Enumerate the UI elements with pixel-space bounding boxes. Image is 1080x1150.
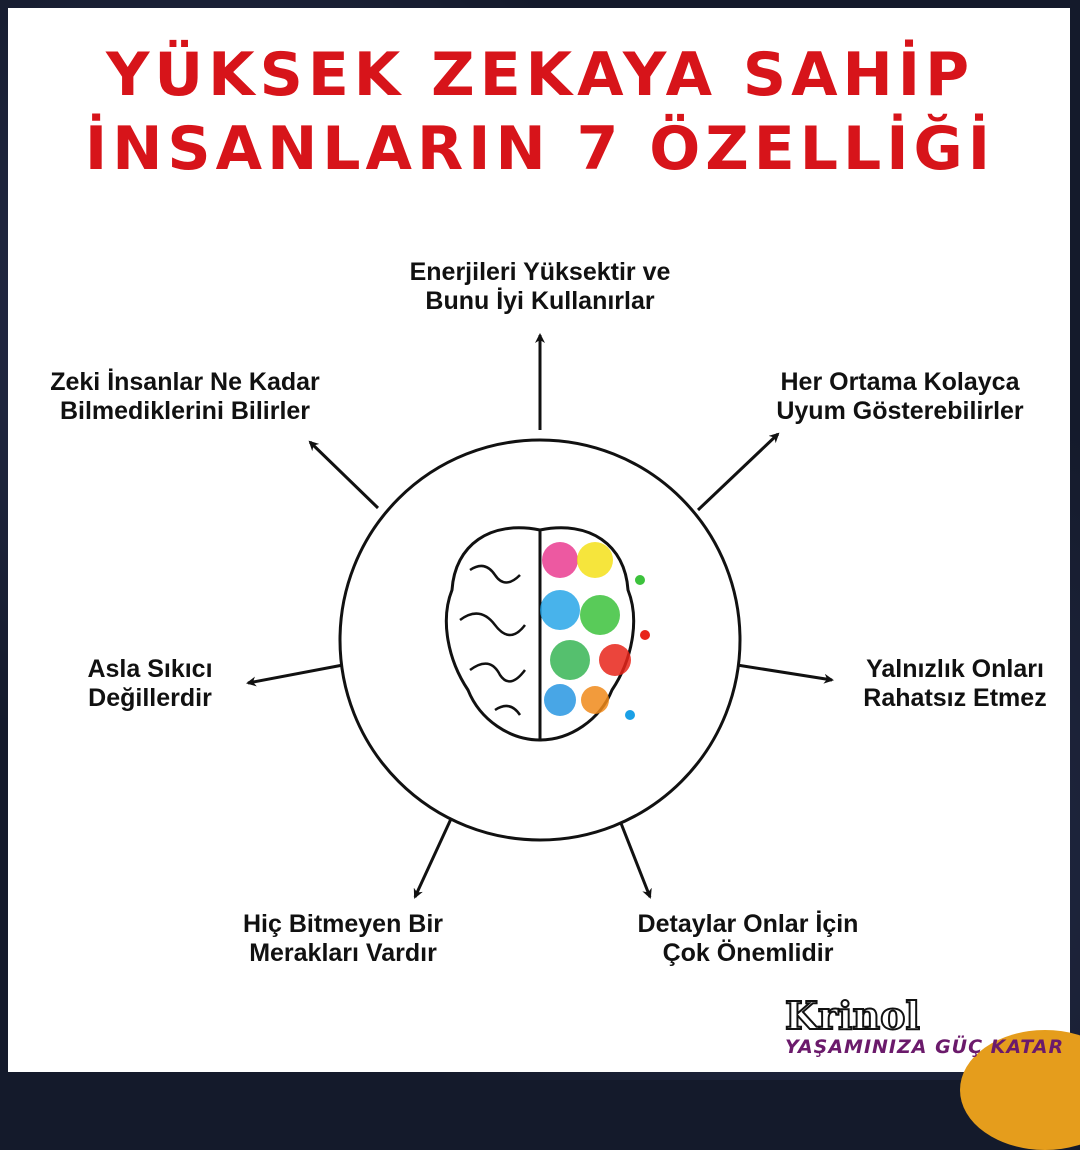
trait-line: Zeki İnsanlar Ne Kadar [50,368,320,396]
trait-line: Uyum Gösterebilirler [776,397,1024,425]
trait-line: Merakları Vardır [249,939,437,967]
logo-name: Krinol [784,993,921,1038]
title-line-1: YÜKSEK ZEKAYA SAHİP [105,40,975,110]
diagram [246,333,834,899]
trait-line: Rahatsız Etmez [863,684,1047,712]
trait-line: Enerjileri Yüksektir ve [409,258,671,286]
trait-line: Bunu İyi Kullanırlar [425,287,655,315]
trait-line: Hiç Bitmeyen Bir [242,910,444,938]
arrow-right [736,663,834,684]
trait-line: Bilmediklerini Bilirler [59,397,311,425]
trait-line: Asla Sıkıcı [87,655,213,683]
logo-tagline: YAŞAMINIZA GÜÇ KATAR [785,1036,1065,1058]
trait-line: Yalnızlık Onları [866,655,1044,683]
trait-line: Çok Önemlidir [662,939,834,967]
brain-icon [444,526,650,742]
trait-line: Detaylar Onlar İçin [637,910,859,938]
arrow-lower-left [413,807,458,899]
brand-logo: Krinol YAŞAMINIZA GÜÇ KATAR [784,993,1065,1059]
arrow-upper-left [308,440,380,510]
arrow-left [246,663,344,687]
title-line-2: İNSANLARIN 7 ÖZELLİĞİ [84,114,996,184]
arrow-upper-right [696,432,780,512]
trait-line: Değillerdir [88,684,212,712]
page-title: YÜKSEK ZEKAYA SAHİP İNSANLARIN 7 ÖZELLİĞ… [0,38,1080,186]
trait-line: Her Ortama Kolayca [780,368,1020,396]
